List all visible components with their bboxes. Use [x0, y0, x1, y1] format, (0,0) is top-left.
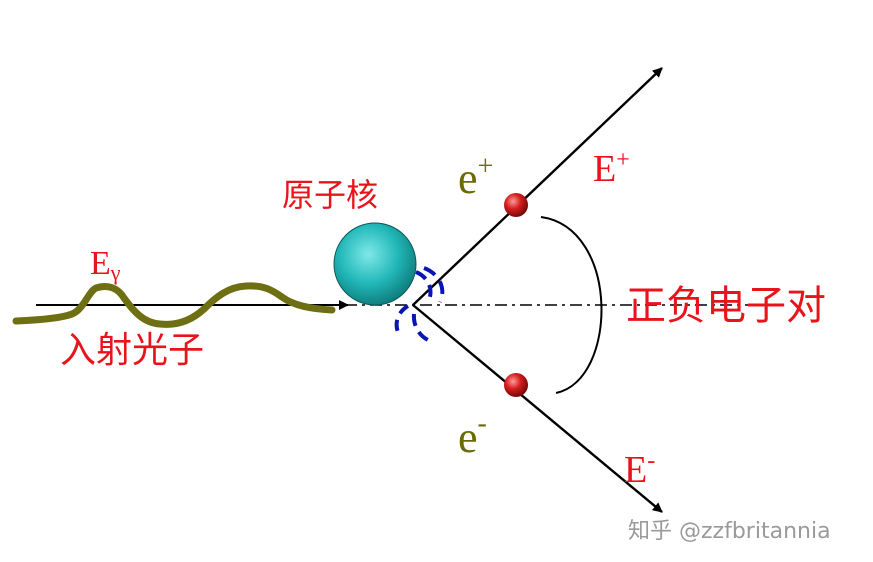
electron-track-arrow [412, 304, 663, 513]
blue-dashed-arc-upper [415, 270, 433, 303]
blue-dashed-arc-upper-outer [423, 266, 445, 303]
photon-wave [12, 282, 336, 328]
nucleus-label: 原子核 [282, 176, 378, 214]
pair-label: 正负电子对 [626, 283, 826, 329]
blue-dashed-arc-lower [394, 304, 410, 338]
blue-dashed-arc-lower-outer [411, 313, 435, 344]
pair-bracket-arc [540, 216, 603, 394]
incident-photon-label: 入射光子 [60, 330, 204, 371]
positron-track-arrow [412, 67, 663, 306]
positron-label: e+ [458, 151, 493, 203]
positron-energy-label: E+ [593, 147, 630, 190]
nucleus-sphere [333, 222, 417, 306]
electron-particle [504, 373, 528, 397]
positron-particle [504, 193, 528, 217]
watermark: 知乎 @zzfbritannia [628, 519, 831, 544]
electron-label: e- [458, 408, 487, 462]
electron-energy-label: E- [624, 448, 655, 491]
photon-energy-label: Eγ [90, 245, 121, 285]
